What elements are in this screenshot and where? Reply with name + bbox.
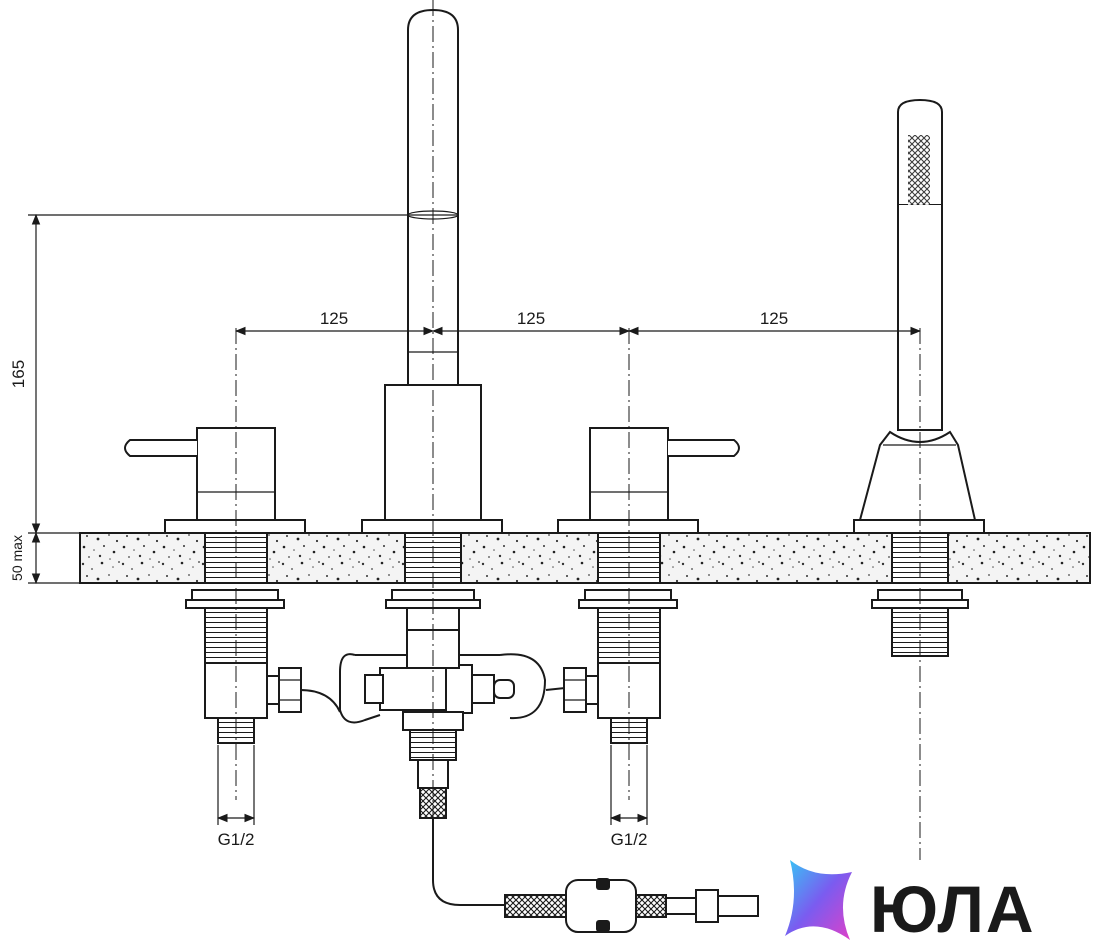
- dimension-label-spacing-1: 125: [320, 309, 348, 328]
- diverter-assembly: [299, 629, 566, 819]
- brand-name: ЮЛА: [870, 872, 1036, 945]
- brand-logo: ЮЛА: [785, 860, 1036, 945]
- center-lines: [235, 0, 921, 860]
- dimension-label-spacing-2: 125: [517, 309, 545, 328]
- shower-hose: [432, 818, 759, 933]
- dimension-lines: [28, 213, 922, 825]
- left-valve: [124, 427, 306, 744]
- dimension-label-spacing-3: 125: [760, 309, 788, 328]
- dimension-label-height: 165: [9, 360, 28, 388]
- brand-logo-icon: [785, 860, 852, 940]
- right-valve: [557, 427, 740, 744]
- dimension-label-deck-thickness: 50 max: [9, 535, 25, 581]
- left-inlet-thread-label: G1/2: [218, 830, 255, 849]
- right-inlet-thread-label: G1/2: [611, 830, 648, 849]
